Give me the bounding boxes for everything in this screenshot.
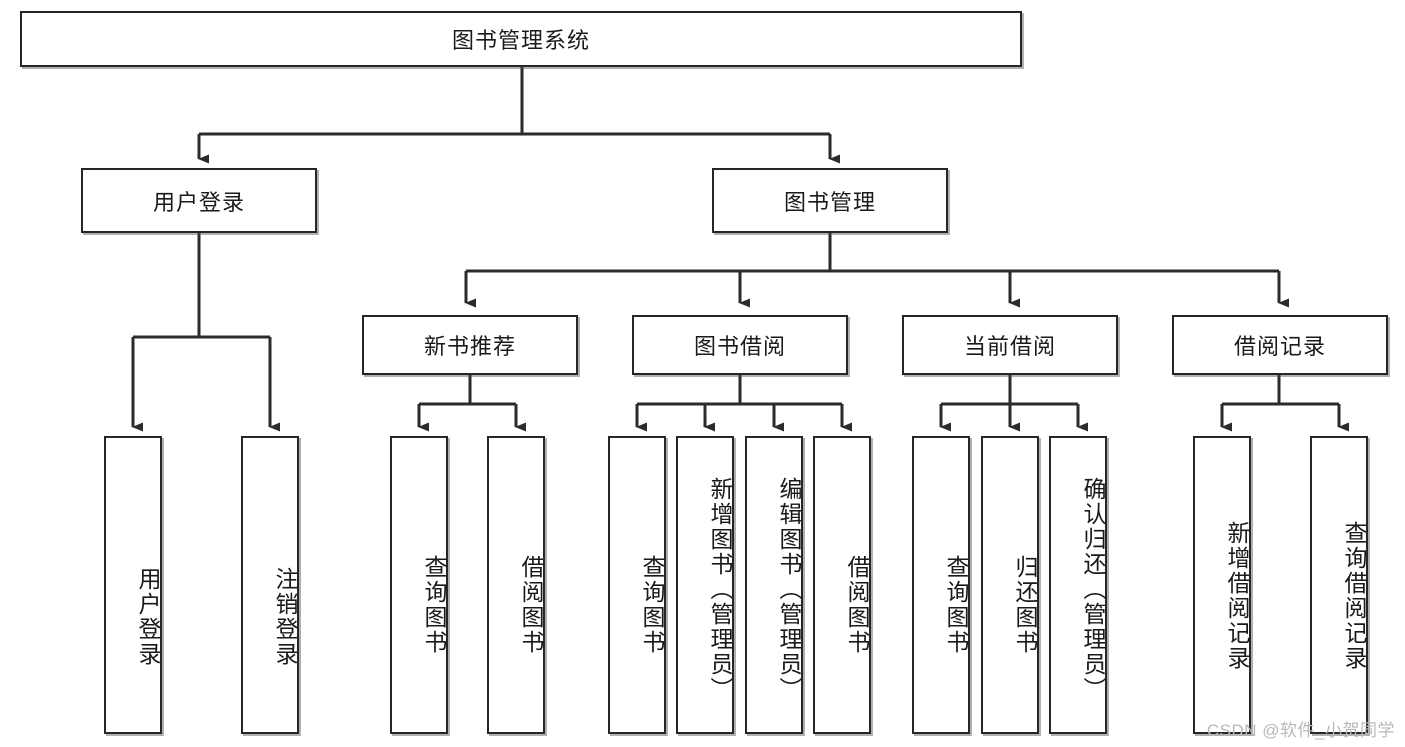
leaf-return-book[interactable]: 归还图书: [981, 436, 1039, 734]
node-user-login[interactable]: 用户登录: [81, 168, 317, 233]
node-root[interactable]: 图书管理系统: [20, 11, 1022, 67]
leaf-add-borrow-record[interactable]: 新增借阅记录: [1193, 436, 1251, 734]
node-new-book-recommend[interactable]: 新书推荐: [362, 315, 578, 375]
node-book-manage[interactable]: 图书管理: [712, 168, 948, 233]
leaf-query-borrow-record[interactable]: 查询借阅记录: [1310, 436, 1368, 734]
leaf-add-book-admin[interactable]: 新增图书（管理员）: [676, 436, 734, 734]
leaf-confirm-return-admin[interactable]: 确认归还（管理员）: [1049, 436, 1107, 734]
node-borrow-record[interactable]: 借阅记录: [1172, 315, 1388, 375]
node-current-borrow[interactable]: 当前借阅: [902, 315, 1118, 375]
leaf-query-book-borrow[interactable]: 查询图书: [608, 436, 666, 734]
leaf-user-login[interactable]: 用户登录: [104, 436, 162, 734]
leaf-query-book-current[interactable]: 查询图书: [912, 436, 970, 734]
node-book-borrow[interactable]: 图书借阅: [632, 315, 848, 375]
watermark: CSDN @软件_小贺同学: [1206, 721, 1395, 740]
leaf-logout-login[interactable]: 注销登录: [241, 436, 299, 734]
leaf-borrow-book-recommend[interactable]: 借阅图书: [487, 436, 545, 734]
leaf-query-book-recommend[interactable]: 查询图书: [390, 436, 448, 734]
leaf-borrow-book-borrow[interactable]: 借阅图书: [813, 436, 871, 734]
leaf-edit-book-admin[interactable]: 编辑图书（管理员）: [745, 436, 803, 734]
